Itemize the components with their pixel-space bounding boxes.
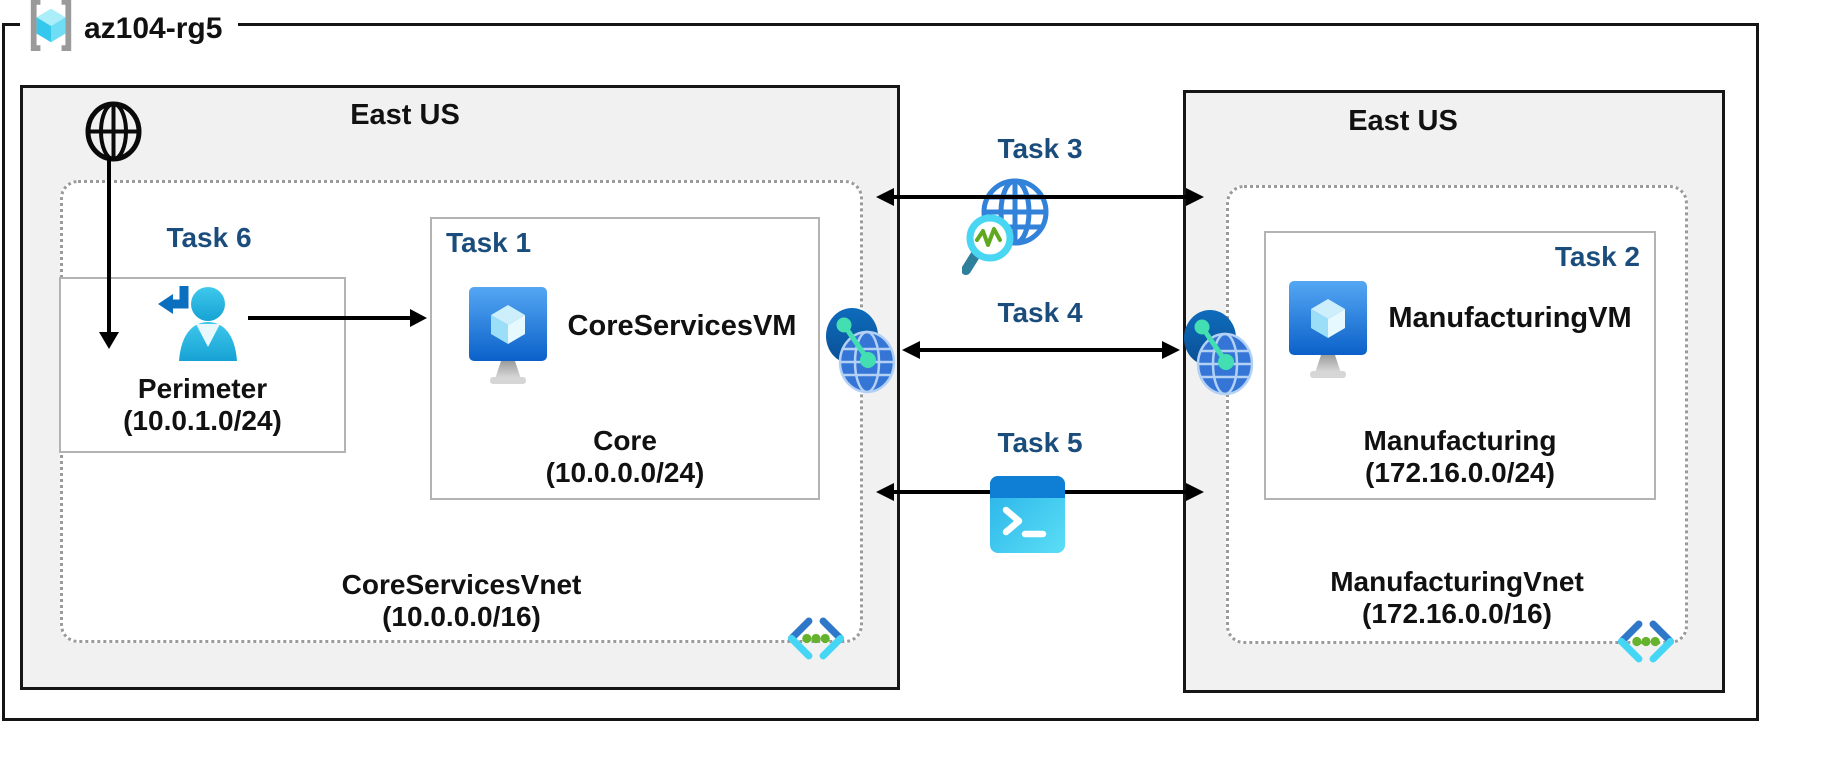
perimeter-to-core-arrowhead (410, 308, 427, 327)
perimeter-to-core-arrow (248, 316, 412, 320)
perimeter-cidr: (10.0.1.0/24) (123, 405, 282, 436)
task1-label: Task 1 (446, 227, 532, 258)
task3-arrowhead-left (876, 187, 894, 206)
internet-to-perimeter-arrowhead (99, 332, 119, 349)
task4-arrowhead-right (1162, 340, 1180, 359)
coreservicesvnet-name: CoreServicesVnet (341, 569, 582, 600)
manufacturingvnet-name: ManufacturingVnet (1330, 566, 1584, 597)
perimeter-subnet-label: Perimeter (10.0.1.0/24) (61, 373, 344, 437)
task4-label: Task 4 (997, 297, 1083, 328)
vm-name: ManufacturingVM (1388, 302, 1632, 334)
resource-group-label: az104-rg5 (20, 0, 239, 60)
vm-name: CoreServicesVM (567, 310, 797, 342)
virtual-network-icon (1616, 618, 1676, 670)
region-title: East US (350, 99, 460, 131)
region-east-us-left: East US Task 6 (20, 85, 900, 690)
network-watcher-icon (961, 170, 1064, 287)
perimeter-subnet-box: Perimeter (10.0.1.0/24) (59, 277, 346, 453)
manufacturing-subnet-label: Manufacturing (172.16.0.0/24) (1266, 425, 1654, 489)
task4-arrowhead-left (902, 340, 920, 359)
coreservicesvnet-cidr: (10.0.0.0/16) (382, 601, 541, 632)
task5-label: Task 5 (997, 427, 1083, 458)
manufacturing-cidr: (172.16.0.0/24) (1365, 457, 1555, 488)
perimeter-name: Perimeter (137, 373, 268, 404)
task2-label: Task 2 (1554, 241, 1640, 272)
manufacturing-name: Manufacturing (1363, 425, 1557, 456)
task3-label: Task 3 (997, 133, 1083, 164)
core-name: Core (593, 425, 657, 456)
cloud-shell-icon (989, 475, 1066, 559)
core-cidr: (10.0.0.0/24) (545, 457, 705, 488)
task5-arrowhead-right (1186, 482, 1204, 501)
task4-arrow (918, 348, 1166, 352)
task5-arrowhead-left (876, 482, 894, 501)
region-east-us-right: East US Task 2 (1183, 90, 1725, 693)
vnet-label-manufacturing: ManufacturingVnet (172.16.0.0/16) (1226, 566, 1688, 630)
region-title: East US (1348, 105, 1458, 137)
vnet-peering-icon (1180, 306, 1254, 403)
sign-in-user-icon (155, 281, 243, 372)
core-subnet-label: Core (10.0.0.0/24) (432, 425, 818, 489)
internet-to-perimeter-arrow (107, 157, 111, 333)
resource-group-icon (26, 0, 76, 60)
internet-globe-icon (85, 101, 142, 167)
task6-label: Task 6 (166, 222, 252, 253)
virtual-network-icon (786, 615, 846, 667)
manufacturingvnet-cidr: (172.16.0.0/16) (1362, 598, 1552, 629)
task3-arrow (892, 195, 1188, 199)
virtual-machine-icon (468, 286, 548, 393)
task3-arrowhead-right (1186, 187, 1204, 206)
vnet-peering-icon (822, 304, 896, 401)
core-subnet-box: Task 1 (430, 217, 820, 500)
virtual-machine-icon (1288, 280, 1368, 387)
resource-group-name: az104-rg5 (84, 12, 223, 45)
manufacturing-subnet-box: Task 2 (1264, 231, 1656, 500)
vnet-label-coreservices: CoreServicesVnet (10.0.0.0/16) (60, 569, 863, 633)
